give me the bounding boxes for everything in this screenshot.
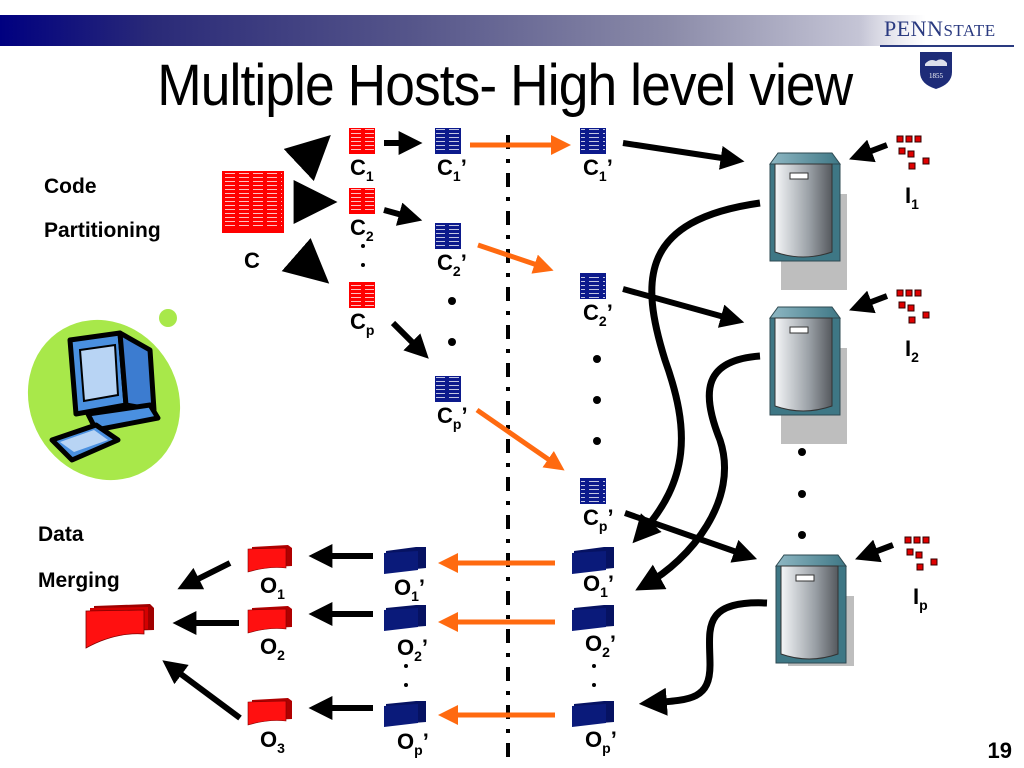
input-arrow-host2: [849, 290, 889, 314]
section-label-merging: Merging: [38, 569, 120, 592]
input-arrow-hostp: [855, 539, 895, 563]
code-fragment-c1: [349, 128, 375, 154]
section-label-code: Code: [44, 175, 97, 198]
shield-icon: 1855: [920, 52, 952, 89]
server-host2: [769, 306, 847, 444]
compiled-fragment-cpp-right: [580, 478, 606, 504]
merge-arrow-o1: [177, 560, 232, 590]
label-o1p-right: O1’: [583, 571, 615, 600]
label-o1: O1: [260, 573, 285, 602]
output-stack-opp-right: [572, 701, 614, 727]
input-arrow-host1: [849, 139, 889, 163]
code-fragment-cp: [349, 282, 375, 308]
compiled-fragment-c1p-mid: [435, 128, 461, 154]
merged-output-stack: [85, 604, 154, 649]
deploy-arrow-host2: [622, 286, 745, 328]
input-data-ip: [904, 536, 938, 571]
label-o2p-right: O2’: [585, 631, 617, 660]
result-arrow-host1: [632, 199, 761, 544]
output-stack-o1p-mid: [384, 547, 426, 574]
page-number: 19: [987, 738, 1012, 763]
server-host1: [769, 152, 847, 290]
compiled-fragment-cpp-mid: [435, 376, 461, 402]
client-computer-icon: [27, 309, 181, 481]
label-cpp-mid: Cp’: [437, 403, 468, 432]
transfer-arrow-c2p: [477, 242, 554, 274]
label-cpp-right: Cp’: [583, 505, 614, 534]
section-label-partitioning: Partitioning: [44, 219, 161, 242]
result-arrow-host2: [635, 352, 761, 591]
label-opp-mid: Op’: [397, 729, 429, 758]
label-c1p-mid: C1’: [437, 155, 467, 184]
title-bar-gradient: [0, 15, 1024, 46]
pennstate-logo: PENNSTATE 1855: [880, 12, 1020, 89]
compiled-fragment-c2p-mid: [435, 223, 461, 249]
source-code-block: [222, 171, 284, 233]
label-o3: O3: [260, 727, 285, 756]
output-stack-opp-mid: [384, 701, 426, 727]
code-fragment-c2: [349, 188, 375, 214]
slide-title: Multiple Hosts- High level view: [157, 53, 853, 118]
label-o1p-mid: O1’: [394, 575, 426, 604]
output-stack-o2: [247, 606, 292, 634]
partition-arrow-cp: [281, 238, 330, 284]
label-ip: Ip: [913, 584, 928, 613]
ellipsis-dots: [361, 244, 806, 687]
label-c1p-right: C1’: [583, 155, 613, 184]
output-stack-o1p-right: [572, 547, 614, 574]
label-o2p-mid: O2’: [397, 635, 429, 664]
compile-arrow-cp: [390, 320, 429, 359]
output-stack-o2p-mid: [384, 605, 426, 631]
label-cp: Cp: [350, 309, 375, 338]
label-c: C: [244, 248, 260, 273]
compile-arrow-c2: [383, 202, 423, 226]
label-c1: C1: [350, 155, 374, 184]
output-stack-o2p-right: [572, 605, 614, 631]
compiled-fragment-c2p-right: [580, 273, 606, 299]
merge-arrow-o3: [162, 660, 242, 721]
label-o2: O2: [260, 634, 285, 663]
label-c2p-right: C2’: [583, 300, 613, 329]
deploy-arrow-host1: [622, 140, 745, 170]
label-c2: C2: [350, 215, 374, 244]
input-data-i1: [896, 135, 930, 170]
svg-text:1855: 1855: [929, 72, 944, 80]
label-opp-right: Op’: [585, 727, 617, 756]
result-arrow-hostp: [638, 599, 768, 716]
section-label-data: Data: [38, 523, 84, 546]
compiled-fragment-c1p-right: [580, 128, 606, 154]
input-data-i2: [896, 289, 930, 324]
label-c2p-mid: C2’: [437, 250, 467, 279]
output-stack-o1: [247, 545, 292, 573]
output-stack-o3: [247, 698, 292, 726]
server-hostp: [775, 554, 854, 666]
logo-text: PENNSTATE: [884, 16, 996, 41]
transfer-arrow-cpp: [475, 407, 565, 471]
logo-underline: [880, 45, 1014, 47]
partition-arrow-c1: [283, 134, 331, 182]
label-i1: I1: [905, 183, 919, 212]
label-i2: I2: [905, 336, 919, 365]
title-bar-fade: [860, 10, 1024, 50]
